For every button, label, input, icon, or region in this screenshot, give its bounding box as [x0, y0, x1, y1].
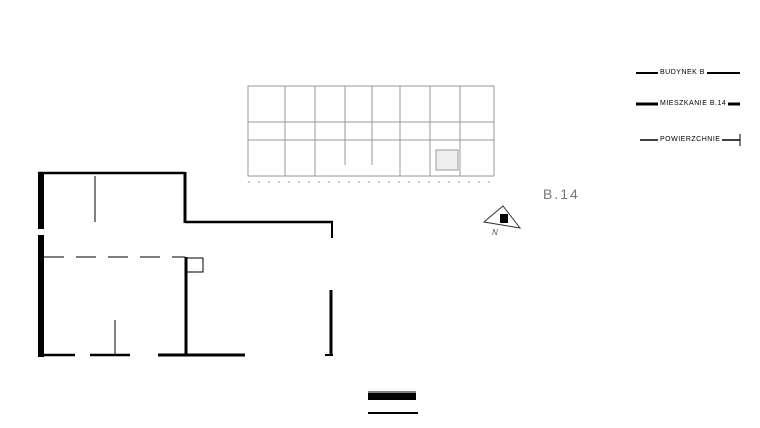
- legend-areas-label: POWIERZCHNIE: [658, 136, 723, 144]
- building-key-plan: [247, 85, 495, 183]
- apartment-plan: [37, 171, 333, 357]
- scale-bar: [368, 391, 418, 414]
- legend-building-label: BUDYNEK B: [658, 69, 707, 77]
- north-label: N: [492, 228, 498, 237]
- legend-apartment-label: MIESZKANIE B.14: [658, 100, 729, 108]
- unit-label: B.14: [543, 186, 580, 202]
- exterior-wall-left: [38, 172, 44, 357]
- north-arrow-icon: [482, 205, 522, 229]
